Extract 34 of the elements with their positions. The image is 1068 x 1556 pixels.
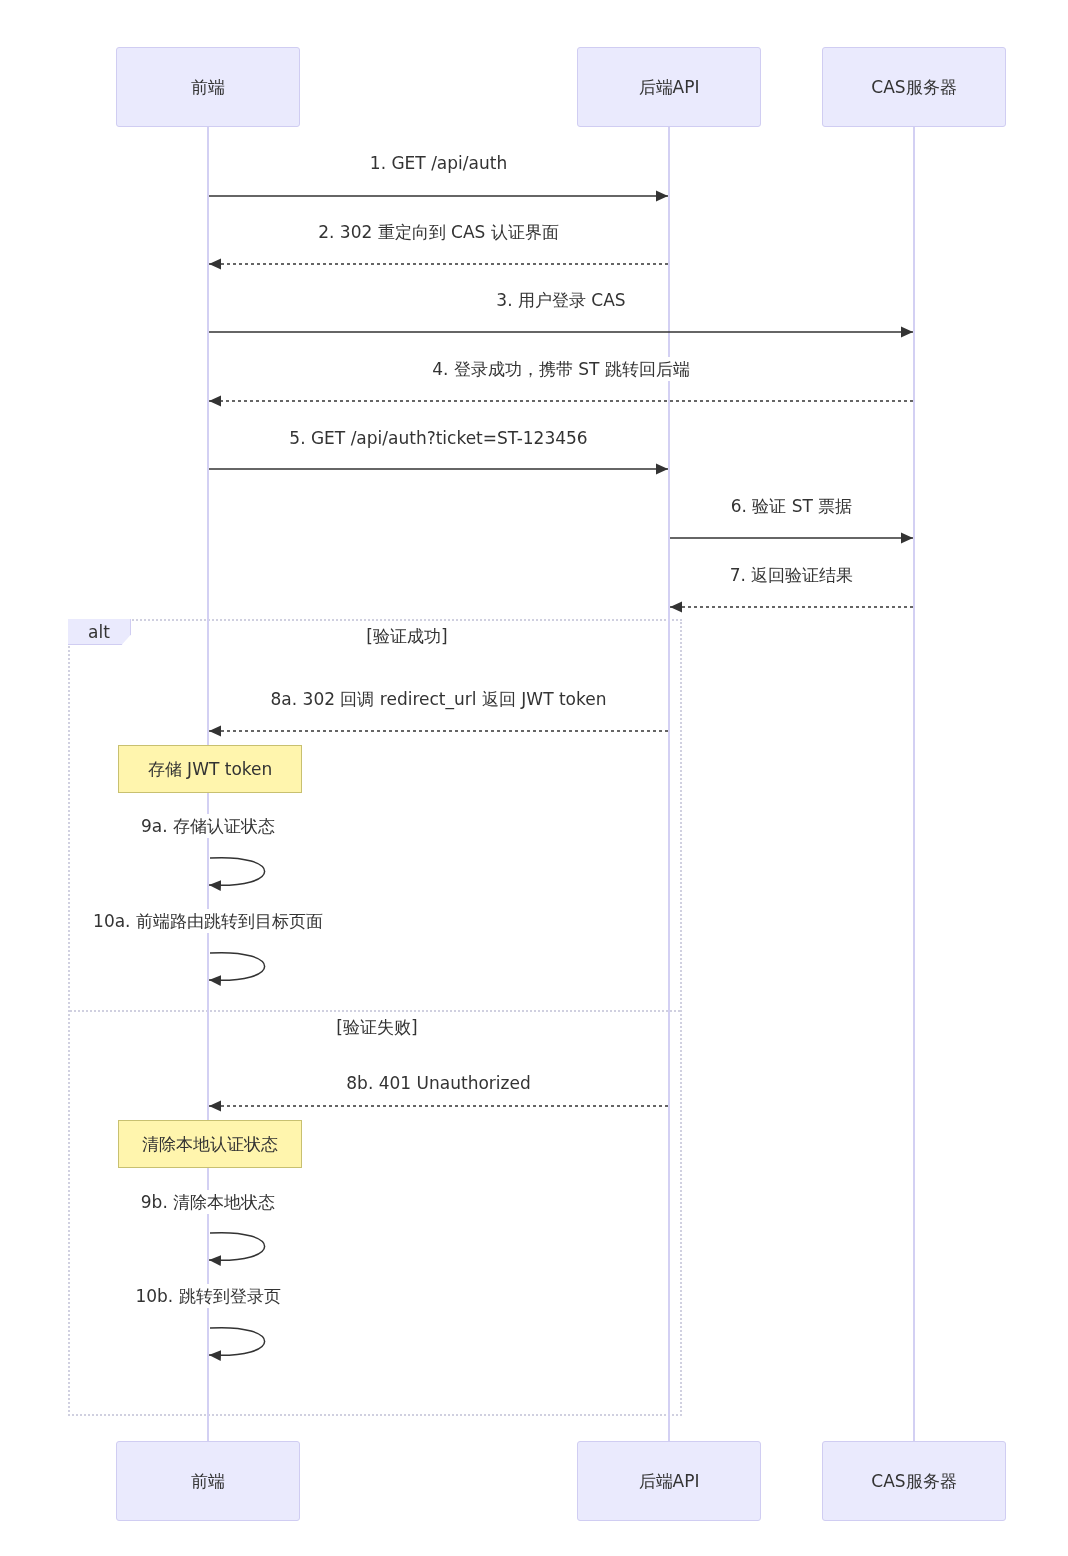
- participant-box: 前端: [116, 47, 300, 127]
- participant-box: 后端API: [577, 47, 761, 127]
- message-arrow: [208, 258, 669, 270]
- lifeline: [913, 127, 915, 1441]
- message-label: 9a. 存储认证状态: [139, 814, 277, 838]
- message-arrow: [208, 190, 669, 202]
- message-arrow: [208, 1100, 669, 1112]
- lifeline: [668, 127, 670, 1441]
- note-box: 存储 JWT token: [118, 745, 302, 793]
- message-label: 3. 用户登录 CAS: [494, 288, 628, 312]
- message-arrow: [208, 326, 914, 338]
- message-arrow: [669, 601, 914, 613]
- message-arrow: [208, 725, 669, 737]
- message-label: 2. 302 重定向到 CAS 认证界面: [316, 220, 561, 244]
- frame-tab: alt: [68, 619, 131, 645]
- participant-box: 前端: [116, 1441, 300, 1521]
- message-label: 9b. 清除本地状态: [138, 1190, 278, 1214]
- self-message-arrow: [208, 1232, 266, 1266]
- guard-condition: [验证失败]: [336, 1016, 418, 1039]
- message-arrow: [669, 532, 914, 544]
- message-label: 8a. 302 回调 redirect_url 返回 JWT token: [268, 687, 609, 711]
- participant-box: CAS服务器: [822, 47, 1006, 127]
- self-message-arrow: [208, 952, 266, 986]
- message-label: 4. 登录成功，携带 ST 跳转回后端: [430, 357, 692, 381]
- guard-condition: [验证成功]: [366, 625, 448, 648]
- participant-box: 后端API: [577, 1441, 761, 1521]
- message-arrow: [208, 395, 914, 407]
- message-arrow: [208, 463, 669, 475]
- participant-box: CAS服务器: [822, 1441, 1006, 1521]
- self-message-arrow: [208, 1327, 266, 1361]
- self-message-arrow: [208, 857, 266, 891]
- note-box: 清除本地认证状态: [118, 1120, 302, 1168]
- message-label: 10a. 前端路由跳转到目标页面: [91, 909, 325, 933]
- lifeline: [207, 127, 209, 1441]
